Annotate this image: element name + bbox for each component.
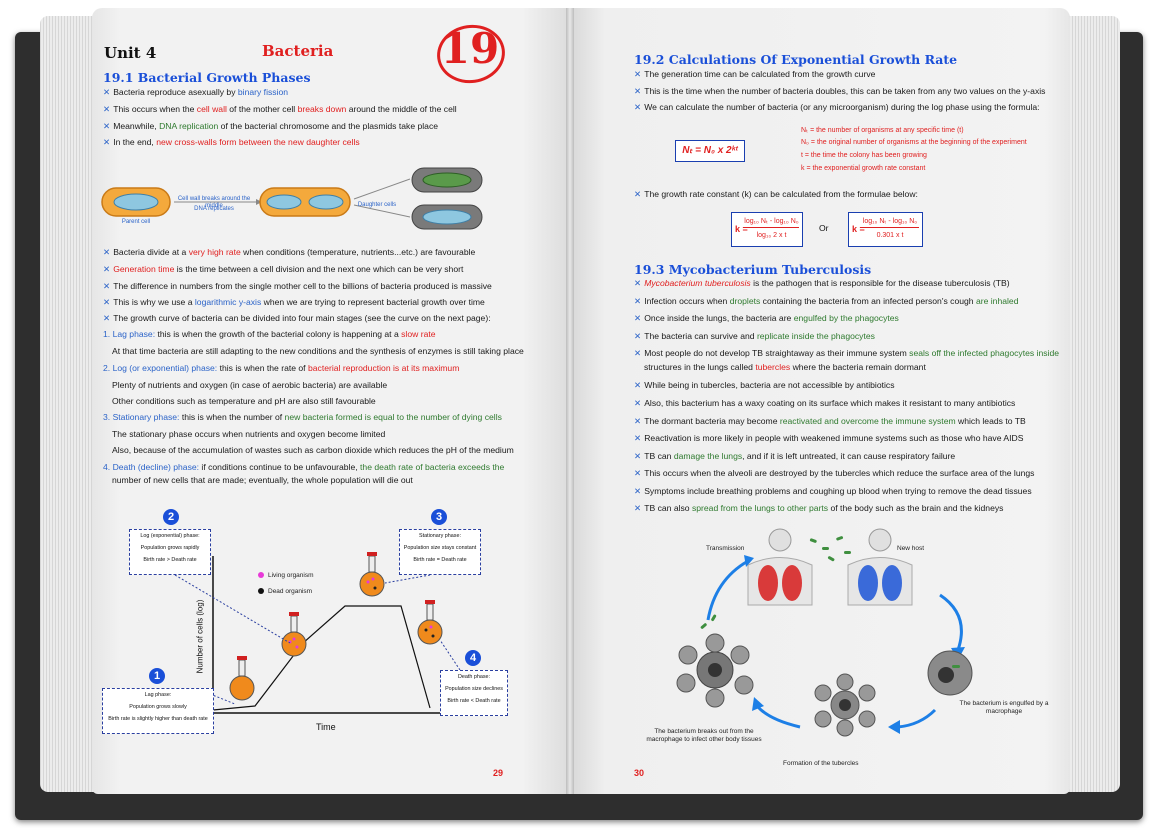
callout-number-1: 1 xyxy=(149,668,165,684)
phase-4-line: 4. Death (decline) phase: if conditions … xyxy=(103,462,505,472)
k-formula-box-1: k = log₁₀ Nₜ - log₁₀ N₀ log₁₀ 2 x t xyxy=(731,212,803,247)
phase-2-detail: Plenty of nutrients and oxygen (in case … xyxy=(112,380,388,390)
tb-line: ✕The bacteria can survive and replicate … xyxy=(634,331,875,341)
section-title-19-2: 19.2 Calculations Of Exponential Growth … xyxy=(634,52,958,67)
macrophage-cell xyxy=(927,650,973,696)
calc-line: ✕This is the time when the number of bac… xyxy=(634,86,1046,96)
growth-line: ✕The difference in numbers from the sing… xyxy=(103,281,492,291)
book-gutter xyxy=(566,8,574,794)
tb-line: ✕While being in tubercles, bacteria are … xyxy=(634,380,895,390)
intro-line: ✕In the end, new cross-walls form betwee… xyxy=(103,137,360,147)
new-host-label: New host xyxy=(897,545,925,552)
phase-3-detail: Also, because of the accumulation of was… xyxy=(112,445,514,455)
flask-stationary xyxy=(359,552,385,597)
tubercle-cluster xyxy=(814,673,876,737)
phase-1-line: 1. Lag phase: this is when the growth of… xyxy=(103,329,436,339)
new-host-figure xyxy=(847,528,913,606)
callout-number-4: 4 xyxy=(465,650,481,666)
breaks-out-label: The bacterium breaks out from the macrop… xyxy=(646,728,762,743)
phase-2-detail: Other conditions such as temperature and… xyxy=(112,396,376,406)
k-formula-box-2: k = log₁₀ Nₜ - log₁₀ N₀ 0.301 x t xyxy=(848,212,923,247)
tb-line: ✕Most people do not develop TB straighta… xyxy=(634,348,1060,358)
or-label: Or xyxy=(819,223,829,233)
right-page xyxy=(570,8,1070,794)
fission-arrow-label-2: DNA replicates xyxy=(194,206,234,212)
formula-legend-nt: Nₜ = the number of organisms at any spec… xyxy=(801,127,964,134)
tb-line: ✕Infection occurs when droplets containi… xyxy=(634,296,1019,306)
phase-2-line: 2. Log (or exponential) phase: this is w… xyxy=(103,363,460,373)
flask-death xyxy=(417,600,443,645)
growth-line: ✕The growth curve of bacteria can be div… xyxy=(103,313,491,323)
tb-line: ✕TB can damage the lungs, and if it is l… xyxy=(634,451,956,461)
binary-fission-diagram xyxy=(101,167,483,230)
page-number-left: 29 xyxy=(493,768,504,778)
callout-number-2: 2 xyxy=(163,509,179,525)
intro-line: ✕This occurs when the cell wall of the m… xyxy=(103,104,457,114)
phase-1-detail: At that time bacteria are still adapting… xyxy=(112,346,524,356)
phase-3-detail: The stationary phase occurs when nutrien… xyxy=(112,429,386,439)
tb-line: ✕TB can also spread from the lungs to ot… xyxy=(634,503,1004,513)
phase-4-detail: number of new cells that are made; event… xyxy=(112,475,413,485)
tb-infection-cycle-diagram xyxy=(676,528,973,737)
intro-line: ✕Meanwhile, DNA replication of the bacte… xyxy=(103,121,439,131)
page-number-right: 30 xyxy=(634,768,645,778)
growth-curve-figure xyxy=(212,552,445,714)
k-intro-line: ✕The growth rate constant (k) can be cal… xyxy=(634,189,918,199)
callout-number-3: 3 xyxy=(431,509,447,525)
tubercles-label: Formation of the tubercles xyxy=(783,760,859,767)
tb-line: ✕Also, this bacterium has a waxy coating… xyxy=(634,398,1016,408)
growth-line: ✕Bacteria divide at a very high rate whe… xyxy=(103,247,476,257)
legend-dead: Dead organism xyxy=(268,588,313,595)
growth-formula-box: Nₜ = N₀ x 2ᵏᵗ xyxy=(675,140,745,162)
tb-line: ✕Once inside the lungs, the bacteria are… xyxy=(634,313,899,323)
tb-line: ✕Symptoms include breathing problems and… xyxy=(634,486,1032,496)
stationary-phase-box: Stationary phase:Population size stays c… xyxy=(399,529,481,575)
formula-legend-k: k = the exponential growth rate constant xyxy=(801,165,926,172)
page-edges-left xyxy=(40,16,100,792)
tb-line: ✕This occurs when the alveoli are destro… xyxy=(634,468,1035,478)
infected-person-figure xyxy=(747,528,813,606)
engulfed-label: The bacterium is engulfed by a macrophag… xyxy=(959,700,1049,715)
log-phase-box: Log (exponential) phase:Population grows… xyxy=(129,529,211,575)
section-title-19-1: 19.1 Bacterial Growth Phases xyxy=(103,70,311,85)
parent-cell-label: Parent cell xyxy=(121,219,151,225)
topic-title: Bacteria xyxy=(262,42,334,60)
growth-line: ✕Generation time is the time between a c… xyxy=(103,264,464,274)
daughter-cells-label: Daughter cells xyxy=(357,202,397,208)
page-edges-right xyxy=(1060,16,1120,792)
section-title-19-3: 19.3 Mycobacterium Tuberculosis xyxy=(634,262,872,277)
unit-label: Unit 4 xyxy=(104,44,157,62)
flask-log xyxy=(281,612,307,657)
tb-line: ✕Mycobacterium tuberculosis is the patho… xyxy=(634,278,1010,288)
tb-line: structures in the lungs called tubercles… xyxy=(644,362,926,372)
flask-lag xyxy=(229,656,255,701)
chapter-number: 19 xyxy=(440,24,500,73)
intro-line: ✕Bacteria reproduce asexually by binary … xyxy=(103,87,289,97)
tb-line: ✕The dormant bacteria may become reactiv… xyxy=(634,416,1026,426)
formula-legend-t: t = the time the colony has been growing xyxy=(801,152,927,159)
growth-line: ✕This is why we use a logarithmic y-axis… xyxy=(103,297,485,307)
graph-callout-arrows xyxy=(174,574,461,705)
tb-line: ✕Reactivation is more likely in people w… xyxy=(634,433,1024,443)
legend-living: Living organism xyxy=(268,572,314,579)
calc-line: ✕The generation time can be calculated f… xyxy=(634,69,876,79)
transmission-label: Transmission xyxy=(706,545,745,552)
breakout-cluster xyxy=(676,614,754,708)
x-axis-label: Time xyxy=(316,722,336,732)
phase-3-line: 3. Stationary phase: this is when the nu… xyxy=(103,412,502,422)
formula-legend-n0: N₀ = the original number of organisms at… xyxy=(801,139,1027,146)
fission-arrow-label-1: Cell wall breaks around the middle xyxy=(177,196,251,209)
calc-line: ✕We can calculate the number of bacteria… xyxy=(634,102,1040,112)
left-page xyxy=(92,8,570,794)
